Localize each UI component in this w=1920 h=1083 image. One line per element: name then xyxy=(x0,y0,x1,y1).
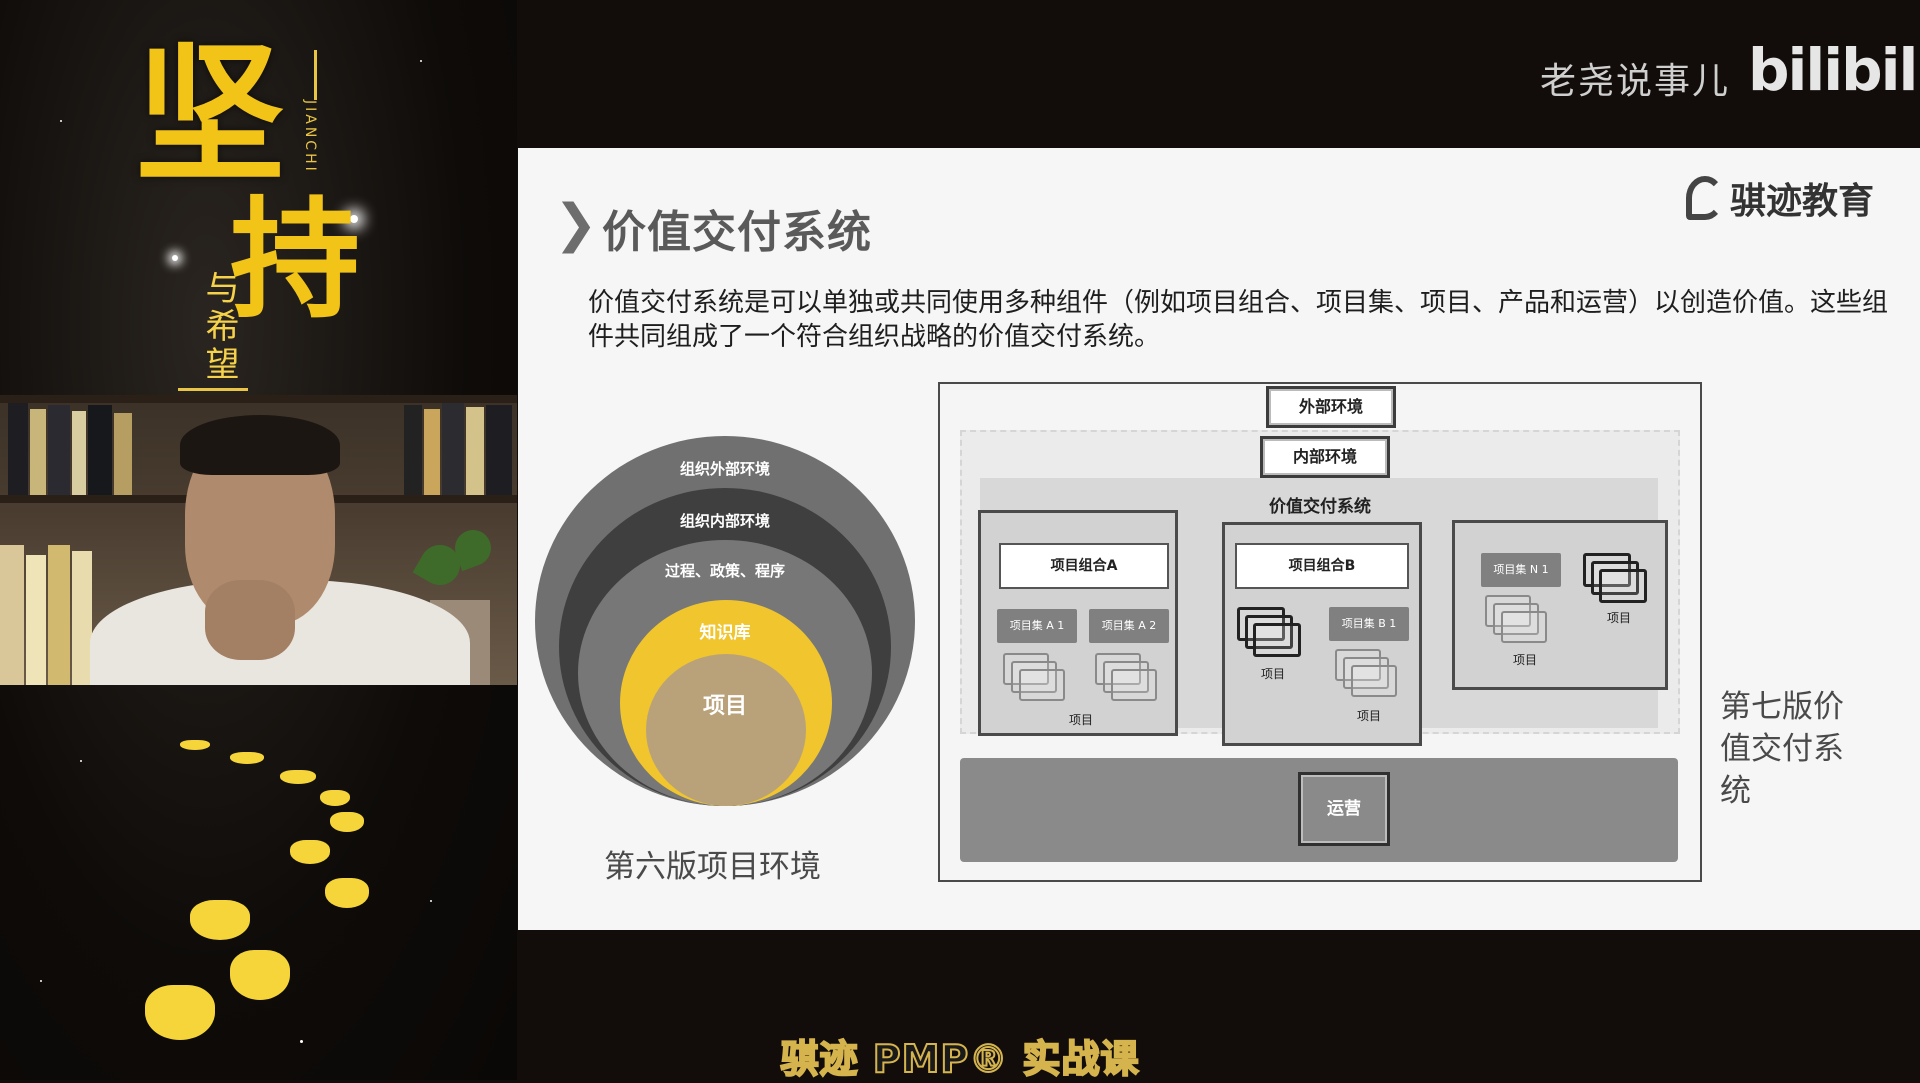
book xyxy=(424,409,440,495)
poster-subtext: 与希望 xyxy=(199,270,239,384)
brand-mark-icon xyxy=(1686,176,1724,220)
external-environment-label: 外部环境 xyxy=(1266,386,1396,428)
book xyxy=(48,405,70,495)
brand-logo: 骐迹教育 xyxy=(1686,172,1874,224)
poster-big-char-2: 持 xyxy=(230,183,361,336)
footstep xyxy=(325,878,369,908)
poster-panel: 坚 持 与希望 JIANCHI xyxy=(0,0,517,1080)
footstep xyxy=(145,985,215,1040)
footstep xyxy=(320,790,350,806)
star xyxy=(80,760,82,762)
project-label: 项目 xyxy=(1606,611,1631,625)
portfolio-b-title: 项目组合B xyxy=(1235,543,1409,589)
internal-environment-label: 内部环境 xyxy=(1260,436,1390,478)
program-n1: 项目集 N 1 xyxy=(1481,553,1561,587)
book xyxy=(72,551,92,685)
project-label: 项目 xyxy=(1260,667,1285,681)
person-hand xyxy=(205,580,295,660)
poster-big-char-1: 坚 xyxy=(135,27,286,203)
ring-label: 过程、政策、程序 xyxy=(664,562,785,580)
book xyxy=(8,403,28,495)
footstep xyxy=(230,752,264,764)
book xyxy=(88,405,112,495)
program-b1: 项目集 B 1 xyxy=(1329,607,1409,641)
book xyxy=(30,409,46,495)
brand-name: 骐迹教育 xyxy=(1730,181,1875,222)
project-label: 项目 xyxy=(1068,713,1093,727)
project-stack-icon xyxy=(1237,607,1301,657)
footstep xyxy=(330,812,364,832)
operations-area: 运营 xyxy=(960,758,1678,862)
portfolio-b: 项目组合B 项目 项目集 B 1 项目 xyxy=(1222,522,1422,746)
slide-description: 价值交付系统是可以单独或共同使用多种组件（例如项目组合、项目集、项目、产品和运营… xyxy=(588,288,1889,352)
program-a1: 项目集 A 1 xyxy=(997,609,1077,643)
book xyxy=(114,413,132,495)
star xyxy=(420,60,422,62)
project-stack-icon xyxy=(1003,653,1065,701)
footstep xyxy=(280,770,316,784)
project-label: 项目 xyxy=(1512,653,1537,667)
book xyxy=(442,403,464,495)
portfolio-a: 项目组合A 项目集 A 1 项目集 A 2 项目 xyxy=(978,510,1178,736)
sixth-edition-caption: 第六版项目环境 xyxy=(604,849,821,885)
project-label: 项目 xyxy=(1356,709,1381,723)
seventh-edition-caption: 第七版价值交付系统 xyxy=(1720,689,1844,809)
bookshelf xyxy=(0,395,517,403)
value-delivery-diagram: 外部环境 内部环境 价值交付系统 项目组合A 项目集 A 1 项目集 A 2 项… xyxy=(938,382,1702,882)
book xyxy=(0,545,24,685)
poster-latin: JIANCHI xyxy=(302,100,318,174)
value-delivery-system-label: 价值交付系统 xyxy=(1269,497,1371,517)
project-stack-icon xyxy=(1485,595,1547,643)
book xyxy=(48,545,70,685)
star xyxy=(430,900,432,902)
bilibili-logo: bilibili xyxy=(1748,36,1920,104)
ring-project xyxy=(646,654,806,806)
poster-line xyxy=(178,388,248,391)
star xyxy=(60,120,62,122)
slide-title: 价值交付系统 xyxy=(602,207,872,258)
footstep xyxy=(180,740,210,750)
book xyxy=(404,405,422,495)
presentation-slide: ❯ 价值交付系统 骐迹教育 价值交付系统是可以单独或共同使用多种组件（例如项目组… xyxy=(518,148,1920,930)
project-stack-icon xyxy=(1583,553,1647,603)
operations-label: 运营 xyxy=(1298,772,1390,846)
ring-label: 组织内部环境 xyxy=(679,512,770,530)
portfolio-a-title: 项目组合A xyxy=(999,543,1169,589)
person-hair xyxy=(180,415,340,475)
star xyxy=(172,255,178,261)
ring-label: 项目 xyxy=(702,694,747,719)
footstep xyxy=(290,840,330,864)
star xyxy=(40,980,42,982)
footstep xyxy=(230,950,290,1000)
book xyxy=(26,555,46,685)
star xyxy=(300,1040,303,1043)
webcam-video xyxy=(0,395,517,685)
project-stack-icon xyxy=(1095,653,1157,701)
poster-line xyxy=(314,50,317,100)
portfolio-n: 项目集 N 1 项目 项目 xyxy=(1452,520,1668,690)
program-a2: 项目集 A 2 xyxy=(1089,609,1169,643)
course-title: 骐迹 PMP® 实战课 xyxy=(780,1036,1140,1082)
book xyxy=(466,407,484,495)
ring-label: 知识库 xyxy=(699,623,751,643)
chevron-right-icon: ❯ xyxy=(554,194,598,254)
footstep xyxy=(190,900,250,940)
book xyxy=(72,411,86,495)
book xyxy=(486,405,512,495)
ring-label: 组织外部环境 xyxy=(679,460,770,478)
star xyxy=(350,215,358,223)
channel-watermark: 老尧说事儿 xyxy=(1540,61,1731,102)
project-stack-icon xyxy=(1335,649,1397,697)
